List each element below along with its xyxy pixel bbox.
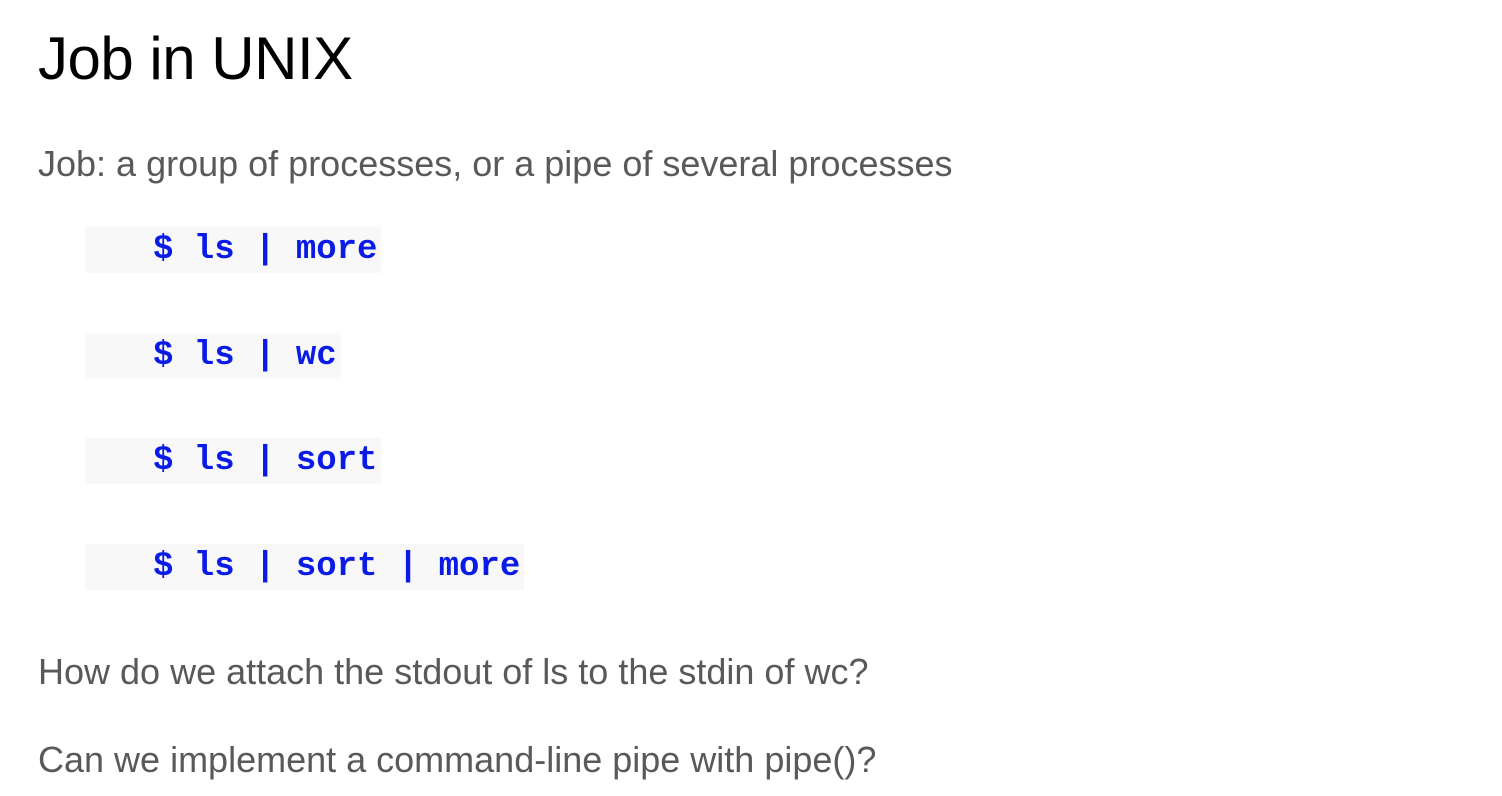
code-line-ls-more: $ ls | more [85,227,382,273]
intro-text: Job: a group of processes, or a pipe of … [38,143,953,184]
question-pipe-implementation: Can we implement a command-line pipe wit… [38,739,877,780]
code-line-ls-sort-more: $ ls | sort | more [85,544,525,590]
code-line-ls-wc: $ ls | wc [85,333,341,379]
slide-title: Job in UNIX [38,25,353,92]
question-stdout-stdin: How do we attach the stdout of ls to the… [38,651,869,692]
code-line-ls-sort: $ ls | sort [85,438,382,484]
